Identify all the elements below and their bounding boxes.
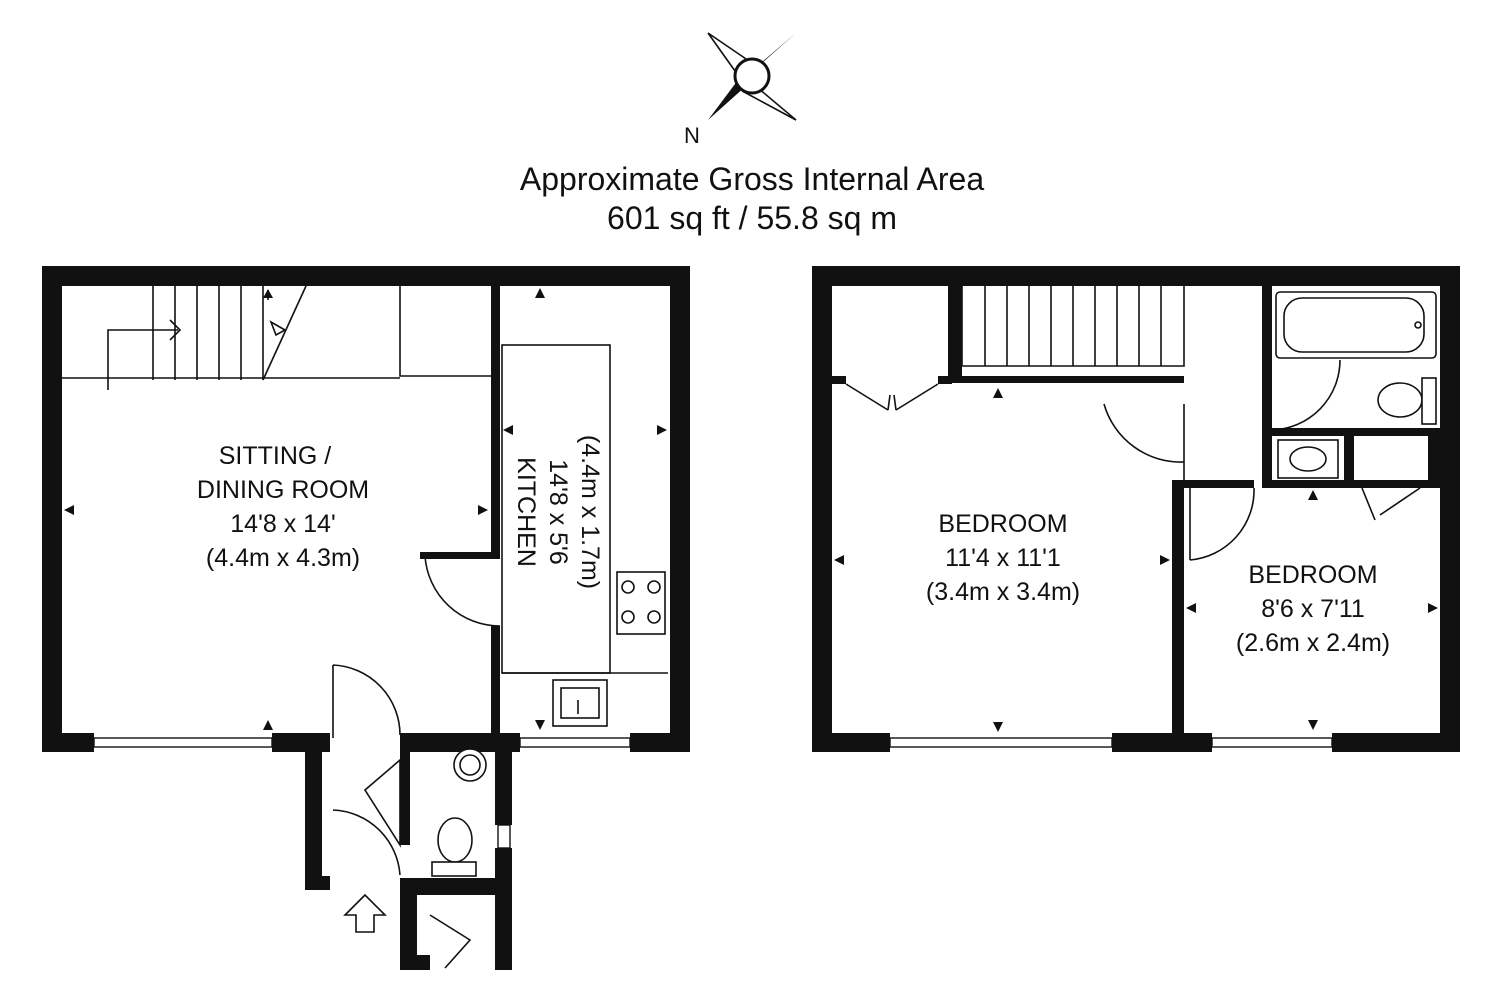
toilet-icon	[437, 817, 473, 863]
bath-icon	[1275, 291, 1437, 359]
entrance-arrow-icon	[343, 893, 387, 933]
ground-floor	[42, 266, 690, 970]
kitchen-counter	[501, 344, 668, 727]
dimension-arrows	[834, 388, 1438, 732]
sitting-room-name-2: DINING ROOM	[197, 476, 369, 504]
toilet-icon	[1377, 382, 1423, 418]
window	[519, 737, 631, 748]
staircase	[62, 285, 491, 390]
bedroom2-imperial: 8'6 x 7'11	[1261, 595, 1365, 623]
compass-rose-icon	[707, 32, 797, 121]
door-swing	[332, 664, 401, 738]
kitchen-imperial: 14'8 x 5'6	[544, 459, 572, 564]
window	[889, 737, 1113, 748]
sitting-room-imperial: 14'8 x 14'	[230, 510, 335, 538]
bedroom1-name: BEDROOM	[938, 510, 1067, 538]
area-title: Approximate Gross Internal Area	[520, 161, 984, 197]
dimension-arrows	[64, 288, 667, 730]
north-label: N	[684, 123, 700, 148]
front-door-swing	[332, 809, 401, 876]
bedroom1-imperial: 11'4 x 11'1	[945, 544, 1061, 572]
area-value: 601 sq ft / 55.8 sq m	[607, 200, 897, 236]
sitting-room-name: SITTING /	[219, 442, 332, 470]
staircase	[961, 286, 1185, 367]
window	[1211, 737, 1333, 748]
window	[93, 737, 273, 748]
bedroom2-name: BEDROOM	[1248, 561, 1377, 589]
first-floor	[812, 266, 1460, 752]
bedroom1-metric: (3.4m x 3.4m)	[926, 578, 1080, 606]
door-swing	[424, 555, 501, 627]
bedroom2-metric: (2.6m x 2.4m)	[1236, 629, 1390, 657]
basin-icon	[453, 748, 487, 782]
kitchen-name: KITCHEN	[512, 457, 540, 567]
basin-icon	[1289, 446, 1327, 472]
kitchen-metric: (4.4m x 1.7m)	[576, 435, 604, 589]
hob-icon	[616, 571, 666, 635]
sitting-room-metric: (4.4m x 4.3m)	[206, 544, 360, 572]
